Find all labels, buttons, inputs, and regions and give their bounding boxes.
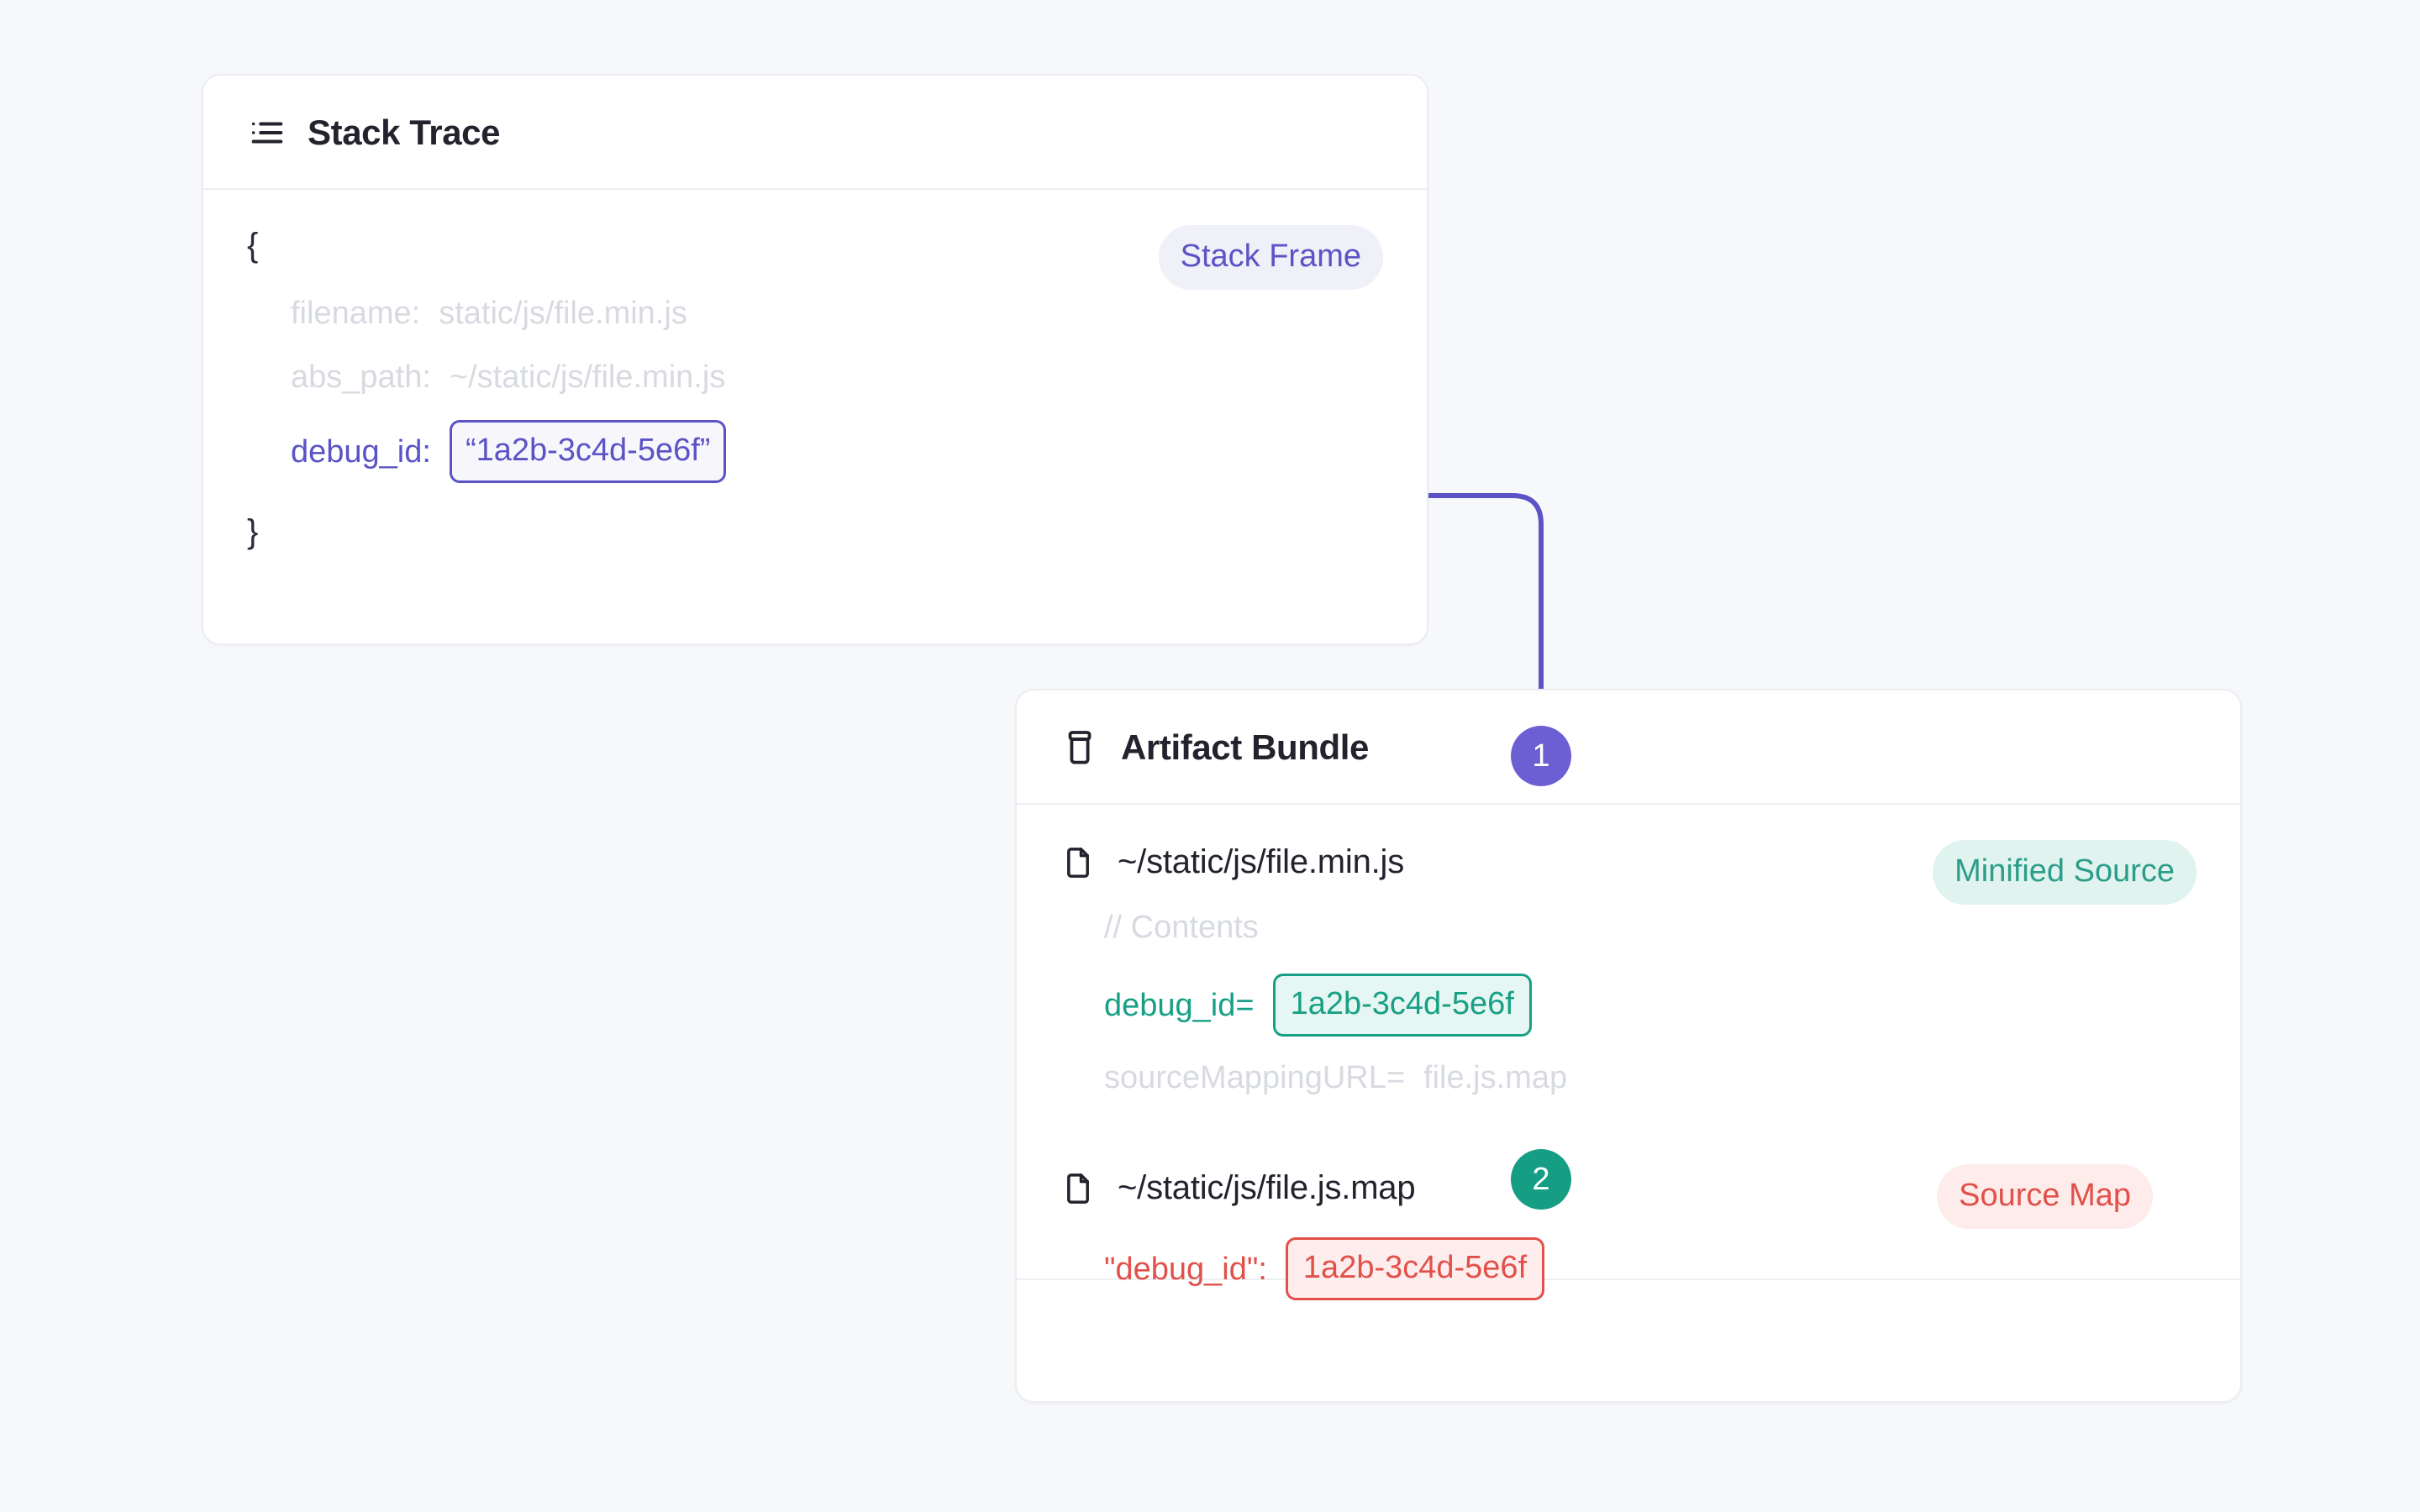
stack-frame-badge: Stack Frame <box>1158 225 1383 290</box>
stack-trace-debug-id-value[interactable]: “1a2b-3c4d-5e6f” <box>449 420 727 483</box>
stack-trace-card: Stack Trace Stack Frame { filename: stat… <box>202 74 1428 645</box>
open-brace: { <box>247 227 259 264</box>
source-map-line-debug-id: "debug_id": 1a2b-3c4d-5e6f <box>1060 1237 2196 1300</box>
minified-source-line-contents: // Contents <box>1060 911 2196 943</box>
source-map-badge: Source Map <box>1937 1164 2153 1229</box>
minified-source-line-source-mapping-url: sourceMappingURL= file.js.map <box>1060 1062 2196 1094</box>
step-badge-1: 1 <box>1511 726 1571 786</box>
package-icon <box>1068 731 1092 764</box>
source-map-debug-id-value[interactable]: 1a2b-3c4d-5e6f <box>1285 1237 1545 1300</box>
step-1-number: 1 <box>1532 738 1550 774</box>
minified-source-file-row[interactable]: ~/static/js/file.min.js <box>1060 843 2196 881</box>
source-map-file-name: ~/static/js/file.js.map <box>1118 1169 1416 1206</box>
abs-path-key: abs_path: <box>291 360 431 395</box>
minified-source-badge: Minified Source <box>1933 840 2196 905</box>
artifact-bundle-title: Artifact Bundle <box>1121 727 1370 767</box>
artifact-file-source-map: ~/static/js/file.js.map Source Map "debu… <box>1060 1131 2196 1300</box>
filename-key: filename: <box>291 296 421 331</box>
source-mapping-url-value: file.js.map <box>1423 1060 1568 1095</box>
minified-debug-id-key: debug_id= <box>1104 987 1255 1023</box>
artifact-file-minified-source: ~/static/js/file.min.js Minified Source … <box>1060 840 2196 1094</box>
minified-debug-id-value[interactable]: 1a2b-3c4d-5e6f <box>1272 974 1532 1037</box>
stack-trace-card-header: Stack Trace <box>203 76 1427 190</box>
stack-trace-row-abs-path: abs_path: ~/static/js/file.min.js <box>247 361 1383 393</box>
debug-id-key: debug_id: <box>291 433 431 470</box>
file-icon <box>1067 847 1089 878</box>
artifact-bundle-card: Artifact Bundle ~/static/js/file.min.js … <box>1015 689 2242 1403</box>
artifact-bundle-card-body: ~/static/js/file.min.js Minified Source … <box>1017 805 2240 1341</box>
list-icon <box>251 122 283 144</box>
file-icon <box>1067 1173 1089 1204</box>
artifact-bundle-card-header: Artifact Bundle <box>1017 690 2240 805</box>
stack-trace-row-filename: filename: static/js/file.min.js <box>247 297 1383 329</box>
source-mapping-url-key: sourceMappingURL= <box>1104 1060 1406 1095</box>
close-brace: } <box>247 513 259 550</box>
minified-source-file-name: ~/static/js/file.min.js <box>1118 843 1405 880</box>
contents-comment: // Contents <box>1104 910 1259 945</box>
step-2-number: 2 <box>1532 1161 1550 1197</box>
stack-trace-row-debug-id: debug_id: “1a2b-3c4d-5e6f” <box>247 420 1383 483</box>
stack-trace-title: Stack Trace <box>308 113 501 152</box>
stack-trace-open-brace-row: { <box>247 228 1383 262</box>
abs-path-value: ~/static/js/file.min.js <box>449 360 726 395</box>
source-map-file-row[interactable]: ~/static/js/file.js.map <box>1060 1169 2196 1207</box>
minified-source-line-debug-id: debug_id= 1a2b-3c4d-5e6f <box>1060 974 2196 1037</box>
step-badge-2: 2 <box>1511 1149 1571 1210</box>
stack-trace-close-brace-row: } <box>247 515 1383 549</box>
stack-trace-card-body: Stack Frame { filename: static/js/file.m… <box>203 190 1427 589</box>
filename-value: static/js/file.min.js <box>439 296 687 331</box>
source-map-debug-id-key: "debug_id": <box>1104 1251 1267 1287</box>
artifact-file-divider <box>1017 1278 2240 1280</box>
